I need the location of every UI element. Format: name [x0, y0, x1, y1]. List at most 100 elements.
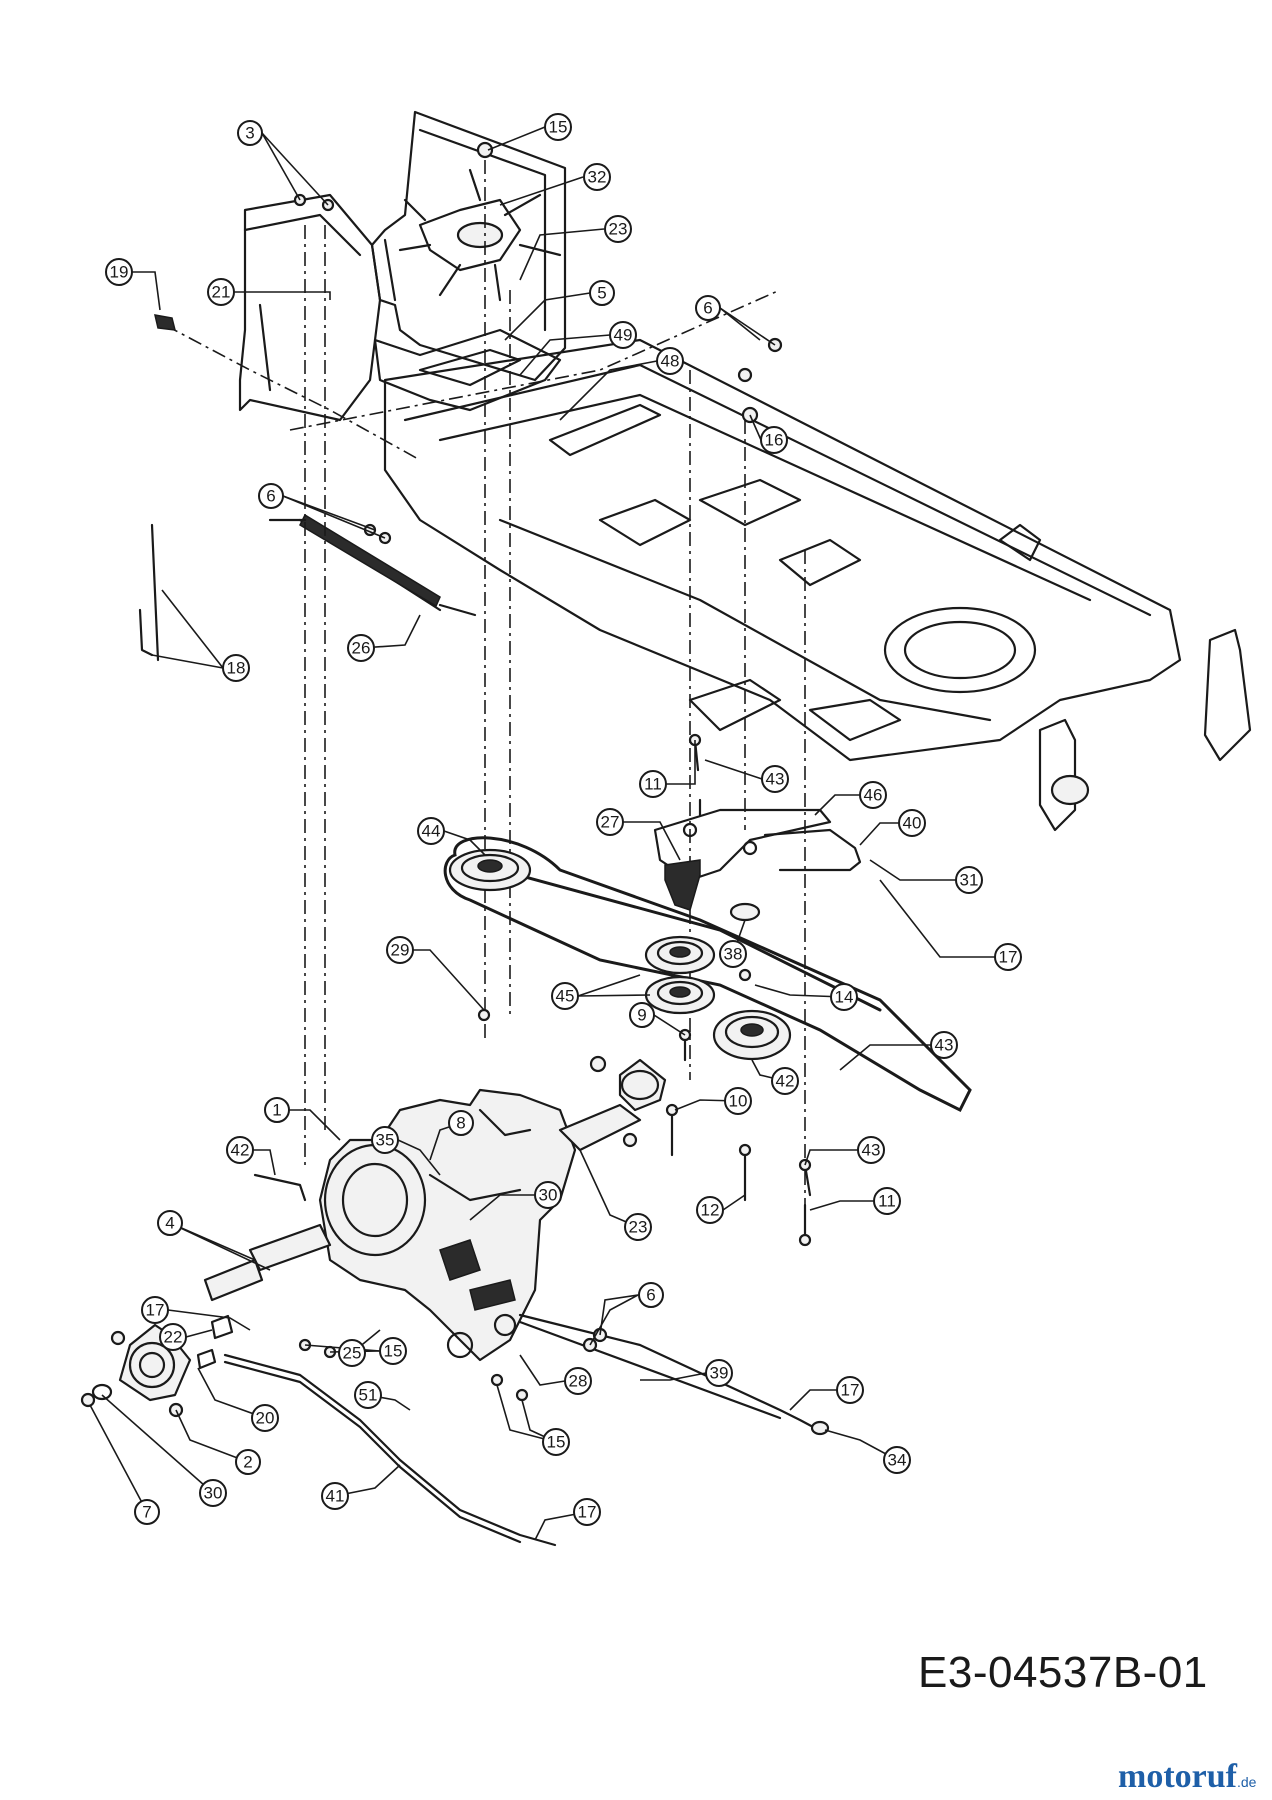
callout-23: 23: [624, 1213, 652, 1241]
key-20: [196, 1348, 217, 1370]
svg-text:35: 35: [376, 1131, 395, 1150]
svg-text:49: 49: [614, 326, 633, 345]
svg-text:11: 11: [644, 775, 662, 794]
callout-6-top-right: 6: [695, 295, 721, 321]
cable-19: [154, 314, 421, 461]
svg-text:17: 17: [146, 1301, 165, 1320]
callout-9: 9: [629, 1002, 655, 1028]
svg-text:30: 30: [539, 1186, 558, 1205]
svg-text:15: 15: [384, 1342, 403, 1361]
callout-21: 21: [207, 278, 235, 306]
svg-text:30: 30: [204, 1484, 223, 1503]
svg-text:17: 17: [841, 1381, 860, 1400]
callout-6-bottom: 6: [638, 1282, 664, 1308]
svg-text:2: 2: [243, 1453, 252, 1472]
svg-text:40: 40: [903, 814, 922, 833]
svg-text:16: 16: [765, 431, 784, 450]
callout-50: 49: [609, 321, 637, 349]
callout-44: 43: [930, 1031, 958, 1059]
callout-47: 45: [551, 982, 579, 1010]
watermark-brand: motoruf: [1118, 1758, 1237, 1795]
svg-text:15: 15: [547, 1433, 566, 1452]
callout-1: 1: [264, 1097, 290, 1123]
callout-27: 27: [596, 808, 624, 836]
callout-39: 39: [705, 1359, 733, 1387]
svg-text:43: 43: [862, 1141, 881, 1160]
svg-text:11: 11: [878, 1192, 896, 1211]
callout-11-bottom: 11: [873, 1187, 901, 1215]
diagram-code: E3-04537B-01: [918, 1648, 1208, 1697]
idler-pulley-47b: [644, 975, 716, 1015]
callout-33: 32: [583, 163, 611, 191]
svg-text:17: 17: [578, 1503, 597, 1522]
washer-31: [91, 1383, 113, 1401]
callout-38: 38: [719, 940, 747, 968]
svg-text:32: 32: [588, 168, 607, 187]
svg-text:25: 25: [343, 1344, 362, 1363]
callout-30: 30: [534, 1181, 562, 1209]
callout-17-mid: 17: [836, 1376, 864, 1404]
callout-42: 42: [226, 1136, 254, 1164]
callout-43-bottom: 43: [857, 1136, 885, 1164]
callout-15-top: 15: [379, 1337, 407, 1365]
callout-6-left: 6: [258, 483, 284, 509]
watermark-tld: .de: [1236, 1774, 1257, 1790]
svg-text:43: 43: [935, 1036, 954, 1055]
callout-7: 7: [134, 1499, 160, 1525]
callout-25: 25: [338, 1339, 366, 1367]
callout-17-right: 17: [994, 943, 1022, 971]
svg-text:38: 38: [724, 945, 743, 964]
callout-22: 22: [159, 1323, 187, 1351]
rod-39: [518, 1313, 817, 1430]
callout-10: 10: [724, 1087, 752, 1115]
rod-41: [223, 1353, 557, 1547]
svg-text:31: 31: [960, 871, 979, 890]
idler-pulley-47a: [644, 935, 716, 975]
callout-31: 30: [199, 1479, 227, 1507]
callout-48: 46: [859, 781, 887, 809]
svg-text:6: 6: [703, 299, 712, 318]
svg-text:28: 28: [569, 1372, 588, 1391]
bolts: [293, 141, 812, 1247]
svg-text:15: 15: [549, 118, 568, 137]
callout-29: 29: [386, 936, 414, 964]
callout-16: 16: [760, 426, 788, 454]
svg-text:18: 18: [227, 659, 246, 678]
callout-41: 41: [321, 1482, 349, 1510]
callout-28: 28: [564, 1367, 592, 1395]
bolt-7: [80, 1392, 96, 1408]
chassis-frame: [238, 110, 1252, 832]
callout-14: 15: [544, 113, 572, 141]
callout-51: 51: [354, 1381, 382, 1409]
svg-text:6: 6: [266, 487, 275, 506]
svg-text:39: 39: [710, 1364, 729, 1383]
svg-text:21: 21: [212, 283, 231, 302]
svg-text:17: 17: [999, 948, 1018, 967]
left-axle: [203, 1223, 332, 1302]
svg-text:26: 26: [352, 639, 371, 658]
svg-text:3: 3: [245, 124, 254, 143]
svg-text:10: 10: [729, 1092, 748, 1111]
rod-40: [763, 828, 862, 872]
callout-24: 23: [604, 215, 632, 243]
callout-18: 18: [222, 654, 250, 682]
svg-text:9: 9: [637, 1006, 646, 1025]
svg-text:42: 42: [776, 1072, 795, 1091]
svg-text:44: 44: [422, 822, 441, 841]
svg-text:23: 23: [609, 220, 628, 239]
callout-2: 2: [235, 1449, 261, 1475]
callout-8: 8: [448, 1110, 474, 1136]
cooling-fan: [398, 168, 562, 302]
callout-12: 12: [696, 1196, 724, 1224]
svg-text:43: 43: [766, 770, 785, 789]
svg-text:23: 23: [629, 1218, 648, 1237]
callouts: 3 15 32 23 5 49 48 6 16 19 21 6 18 26 11…: [105, 113, 1022, 1526]
rod-18: [138, 523, 160, 662]
transaxle-1: [318, 1055, 667, 1362]
callout-46: 44: [417, 817, 445, 845]
svg-text:42: 42: [231, 1141, 250, 1160]
callout-40: 40: [898, 809, 926, 837]
svg-text:51: 51: [359, 1386, 378, 1405]
tension-spring: [268, 513, 477, 617]
